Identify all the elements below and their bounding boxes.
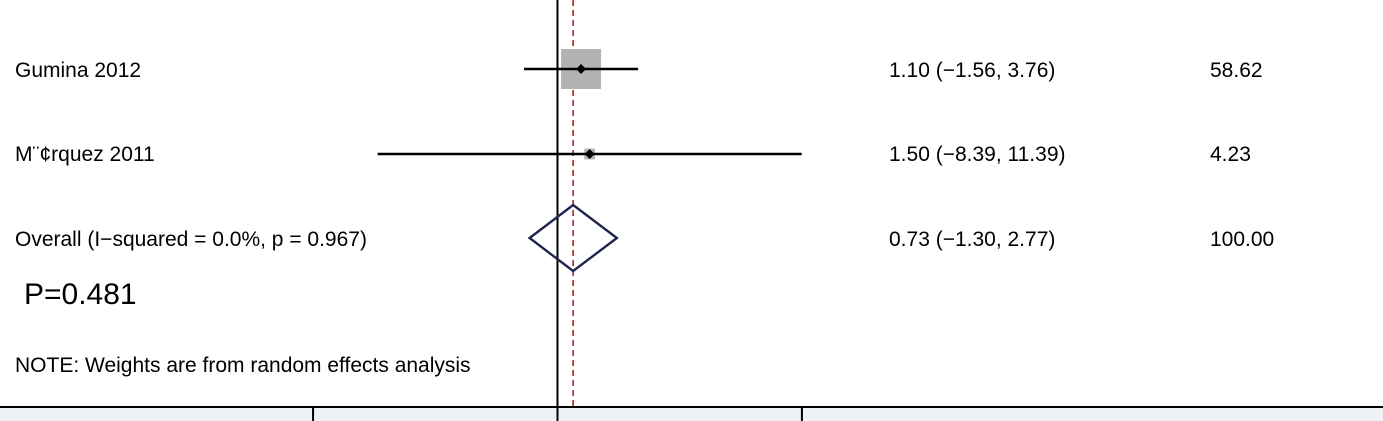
- study-weight-1: 58.62: [1210, 59, 1263, 82]
- study-weight-2: 4.23: [1210, 143, 1251, 166]
- ticks-layer: [0, 406, 1383, 421]
- study-ci-1: 1.10 (−1.56, 3.76): [889, 59, 1055, 82]
- study-label-1: Gumina 2012: [15, 59, 141, 82]
- overall-label: Overall (I−squared = 0.0%, p = 0.967): [15, 228, 367, 251]
- study-label-2: M¨¢rquez 2011: [15, 143, 155, 166]
- axis-band: [0, 407, 1383, 421]
- overall-ci: 0.73 (−1.30, 2.77): [889, 228, 1055, 251]
- p-value: P=0.481: [24, 278, 137, 311]
- point-estimate-1: [576, 64, 587, 74]
- overall-diamond: [527, 203, 619, 273]
- weights-note: NOTE: Weights are from random effects an…: [15, 354, 471, 377]
- marks-layer: [377, 49, 802, 273]
- study-ci-2: 1.50 (−8.39, 11.39): [889, 143, 1066, 166]
- overall-weight: 100.00: [1210, 228, 1274, 251]
- point-estimate-2: [584, 149, 595, 159]
